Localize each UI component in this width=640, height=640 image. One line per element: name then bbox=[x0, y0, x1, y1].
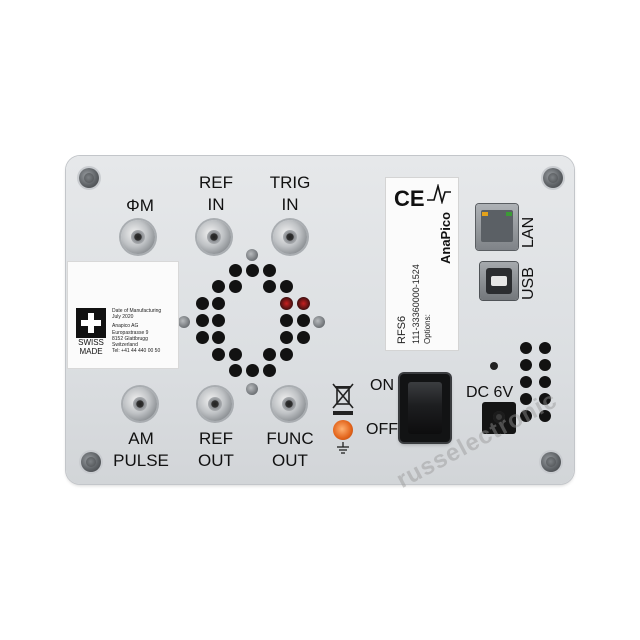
weee-bin-icon bbox=[332, 383, 354, 415]
model-sticker: CE AnaPico RFS6 111-33360000-1524 Option… bbox=[386, 178, 458, 350]
ref-out-connector[interactable] bbox=[198, 387, 232, 421]
dc-power-jack[interactable] bbox=[482, 402, 516, 434]
anapico-logo-wave-icon bbox=[427, 184, 451, 204]
made-text: MADE bbox=[79, 347, 103, 356]
manufacturing-sticker: SWISS MADE Date of Manufacturing July 20… bbox=[68, 262, 178, 368]
corner-screw bbox=[79, 168, 99, 188]
manufacturing-info: Date of Manufacturing July 2020 Anapico … bbox=[112, 308, 162, 355]
corner-screw bbox=[543, 168, 563, 188]
am-pulse-connector[interactable] bbox=[123, 387, 157, 421]
label-usb: USB bbox=[520, 267, 537, 300]
fan-screw bbox=[246, 383, 258, 395]
swiss-cross-icon bbox=[76, 308, 106, 338]
ground-post[interactable] bbox=[333, 420, 353, 440]
panel-screw bbox=[490, 362, 498, 370]
corner-screw bbox=[541, 452, 561, 472]
label-ref-out: REF OUT bbox=[198, 429, 234, 470]
swiss-text: SWISS bbox=[78, 338, 104, 347]
phase-mod-connector[interactable] bbox=[121, 220, 155, 254]
ref-in-connector[interactable] bbox=[197, 220, 231, 254]
label-lan: LAN bbox=[520, 216, 537, 248]
fan-screw bbox=[178, 316, 190, 328]
fan-screw bbox=[313, 316, 325, 328]
label-func-out: FUNC OUT bbox=[266, 429, 314, 470]
label-dc: DC 6V bbox=[466, 384, 514, 401]
lan-port[interactable] bbox=[476, 204, 518, 250]
fan-screw bbox=[246, 249, 258, 261]
label-ref-in: REF IN bbox=[199, 173, 233, 214]
corner-screw bbox=[81, 452, 101, 472]
trig-in-connector[interactable] bbox=[273, 220, 307, 254]
label-on: ON bbox=[370, 377, 394, 394]
options-label: Options: bbox=[423, 314, 432, 344]
brand-logo: AnaPico bbox=[438, 211, 453, 264]
label-am-pulse: AM PULSE bbox=[113, 429, 169, 470]
model-name: RFS6 bbox=[396, 315, 408, 344]
serial-number: 111-33360000-1524 bbox=[411, 264, 421, 344]
swiss-made-logo: SWISS MADE bbox=[76, 308, 106, 358]
ce-mark: CE bbox=[394, 186, 425, 211]
func-out-connector[interactable] bbox=[272, 387, 306, 421]
label-phase-mod: ΦM bbox=[126, 196, 154, 215]
label-off: OFF bbox=[366, 421, 398, 438]
usb-port[interactable] bbox=[480, 262, 518, 300]
label-trig-in: TRIG IN bbox=[269, 173, 311, 214]
ground-symbol-icon bbox=[337, 442, 349, 454]
power-rocker-switch[interactable] bbox=[400, 374, 450, 442]
